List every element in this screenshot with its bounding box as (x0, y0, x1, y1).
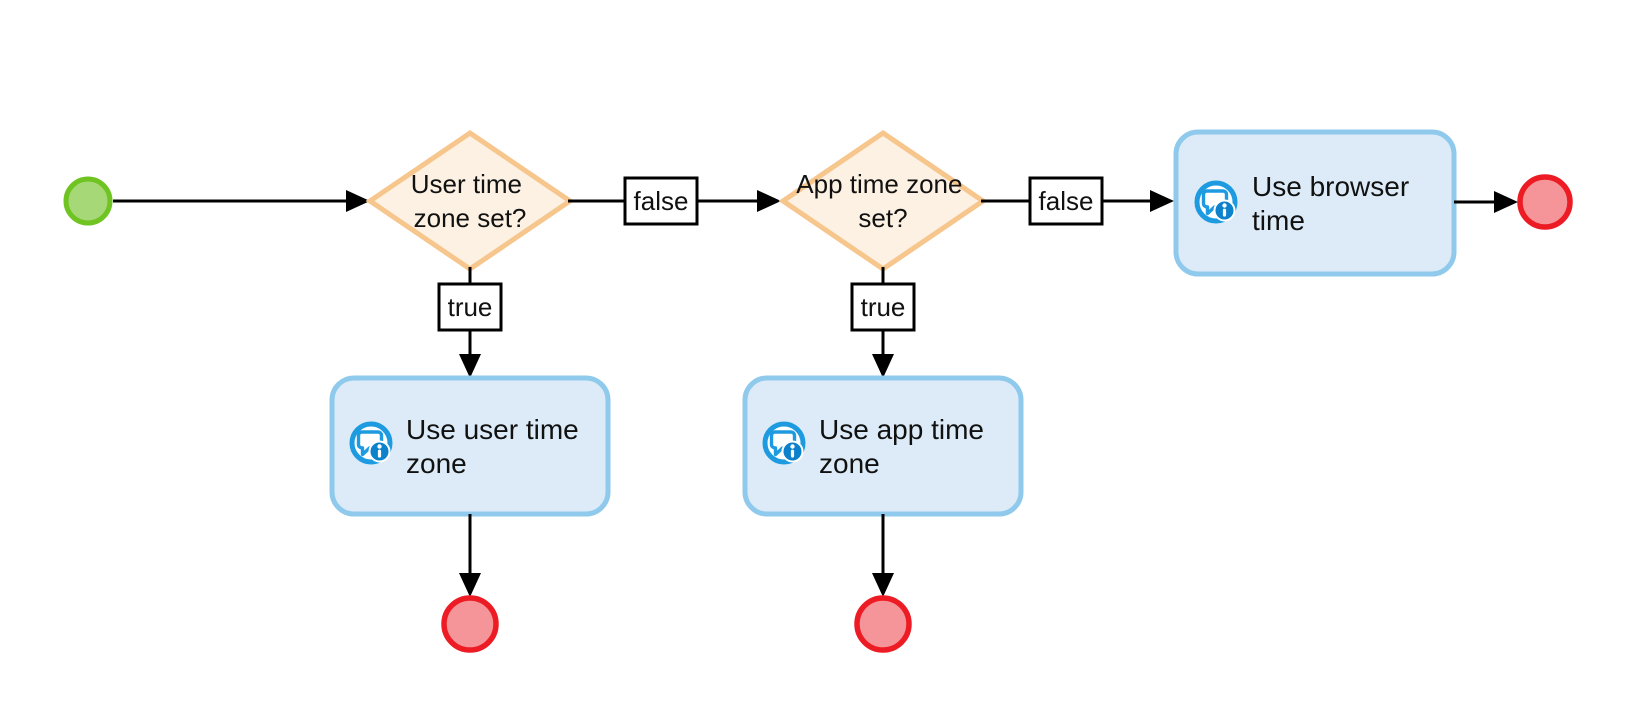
task-use-user-timezone-label: Use user time zone (406, 414, 587, 479)
edge-app-false: false (981, 176, 1174, 226)
decision-app-timezone-label: App time zone set? (796, 169, 969, 233)
edge-label-true-2: true (861, 292, 906, 322)
message-info-icon (352, 424, 390, 462)
connector-user-task-to-end (459, 514, 481, 597)
edge-label-true-1: true (448, 292, 493, 322)
edge-label-box-true-1 (437, 282, 503, 332)
decision-user-timezone: User time zone set? (365, 129, 575, 273)
edge-user-true: true (437, 267, 503, 378)
connector-start-to-decision-user (113, 190, 370, 212)
arrowhead-icon (872, 354, 894, 378)
arrowhead-icon (872, 573, 894, 597)
arrowhead-icon (757, 190, 781, 212)
start-event-circle (63, 176, 113, 226)
arrowhead-icon (459, 573, 481, 597)
arrowhead-icon (346, 190, 370, 212)
decision-app-timezone: App time zone set? (778, 129, 988, 273)
edge-label-false-1: false (634, 186, 689, 216)
decision-diamond (365, 129, 575, 273)
end-event-circle-app (854, 595, 912, 653)
arrowhead-icon (459, 354, 481, 378)
task-use-app-timezone: Use app time zone (742, 375, 1024, 517)
task-use-browser-time: Use browser time (1173, 129, 1457, 277)
end-event-circle-user (441, 595, 499, 653)
edge-user-false: false (568, 176, 781, 226)
edge-app-true: true (850, 267, 916, 378)
connector-app-task-to-end (872, 514, 894, 597)
arrowhead-icon (1150, 190, 1174, 212)
decision-diamond (778, 129, 988, 273)
message-info-icon (1197, 183, 1235, 221)
decision-user-timezone-label: User time zone set? (411, 169, 529, 233)
task-use-app-timezone-label: Use app time zone (819, 414, 992, 479)
message-info-icon (765, 424, 803, 462)
connector-browser-to-end (1454, 191, 1518, 213)
edge-label-false-2: false (1039, 186, 1094, 216)
arrowhead-icon (1494, 191, 1518, 213)
task-use-user-timezone: Use user time zone (329, 375, 611, 517)
end-event-circle-browser (1517, 174, 1573, 230)
task-use-browser-time-label: Use browser time (1252, 171, 1417, 236)
